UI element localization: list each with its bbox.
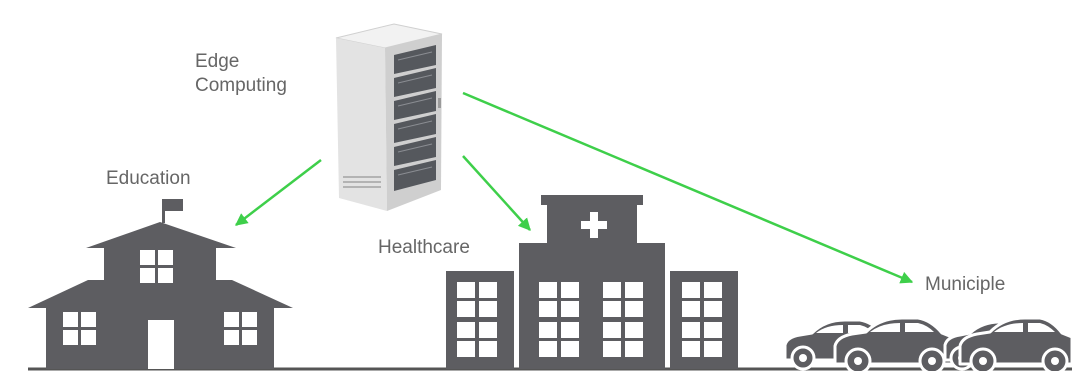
healthcare-label: Healthcare bbox=[378, 237, 470, 258]
server-rack-icon bbox=[335, 23, 443, 211]
car-2 bbox=[833, 316, 962, 371]
municiple-label: Municiple bbox=[925, 274, 1006, 295]
car-icon bbox=[783, 316, 1072, 371]
education-label: Education bbox=[106, 168, 191, 189]
school-building-icon bbox=[28, 199, 293, 369]
arrow-to-education bbox=[235, 159, 322, 226]
arrow-to-municiple bbox=[462, 91, 914, 284]
edge-computing-label-line1: Edge bbox=[195, 51, 240, 72]
edge-computing-label: Edge Computing bbox=[195, 50, 287, 98]
arrow-to-healthcare bbox=[462, 155, 531, 231]
car-4 bbox=[958, 316, 1072, 371]
edge-computing-label-line2: Computing bbox=[195, 75, 287, 96]
hospital-building-icon bbox=[446, 195, 738, 369]
